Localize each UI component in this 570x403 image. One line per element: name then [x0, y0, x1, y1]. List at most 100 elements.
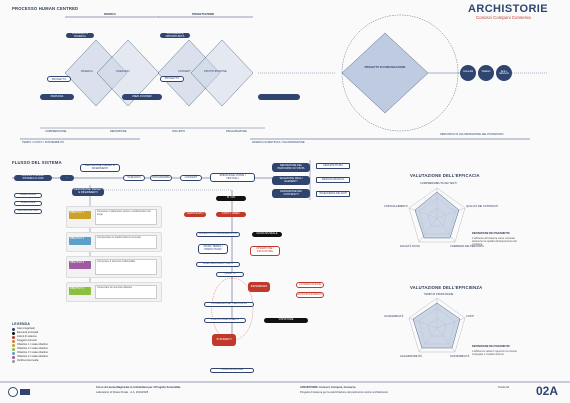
footer-school: Corso di Laurea Magistrale in Architettu…: [96, 386, 181, 389]
brand-subtitle: Conosci Componi Conserva: [476, 15, 531, 20]
legend-label: Obiettivo 3 / scala obiettivo: [17, 351, 48, 354]
eval-bottom-axis-4: ACCESSIBILITÀ: [384, 315, 404, 318]
bar-left-label: TEMPO / COSTO / SOSTENIBILITÀ: [22, 141, 65, 144]
footer-project: ARCHISTORIE. Conosci, Componi, Conserva: [300, 386, 356, 389]
center-2: FOTO / VIDEO: [216, 212, 246, 217]
footer-course: Laboratorio di Sintesi Finale · A.A. 202…: [96, 391, 149, 394]
legend-item: Verifica intermedia: [12, 359, 72, 363]
flow-pill-4: SPECIFICHE VISIVE / TESTUALI: [210, 173, 255, 182]
legend-label: Obiettivo 1 / scala obiettivo: [17, 343, 48, 346]
legend-dot: [12, 331, 15, 335]
legend-label: Azioni di sistema: [17, 335, 37, 338]
objective-text-2: Componere il racconto multimediale: [95, 259, 157, 275]
legend: LEGENDA Fasi progettuali Elementi princi…: [12, 322, 72, 363]
eval-bottom-axis-3: AGGIORNABILITÀ: [400, 355, 422, 358]
center-7: QUALITÀ: [216, 272, 244, 277]
objective-row-2: OBIETTIVO 3 Componere il racconto multim…: [66, 256, 162, 278]
center-0: SI / NO: [216, 196, 246, 201]
center-10: COMUNICAZIONE: [210, 368, 254, 373]
bar-far-label: PERCORSO DI VALORIZZAZIONE DEL PATRIMONI…: [440, 133, 504, 136]
legend-item: Obiettivo 1 / scala obiettivo: [12, 343, 72, 347]
eval-bottom-title: VALUTAZIONE DELL'EFFICIENZA: [410, 285, 483, 290]
objective-label-1: OBIETTIVO 2: [69, 237, 91, 245]
center-4: GUIDA MUSEALE: [252, 232, 282, 237]
circle-label-1: Visitatori: [481, 71, 491, 73]
footer-tavola: Tavola 02: [498, 386, 510, 389]
legend-dot: [12, 327, 15, 331]
objective-row-1: OBIETTIVO 2 Comprendere le trasformazion…: [66, 232, 162, 252]
objective-row-0: OBIETTIVO 1 Conoscere il patrimonio stor…: [66, 206, 162, 228]
center-6: FINE PERCORSO VISITA: [196, 262, 240, 267]
department-logo-icon: [20, 389, 30, 395]
eval-top-axis-1: QUALITÀ DEI CONTENUTI: [466, 205, 498, 208]
eval-top-axis-0: COMPRENSIBILITÀ DEI TESTI: [420, 182, 457, 185]
footer-code: 02A: [536, 384, 559, 398]
center-5: PIANO TERRA / PRIMO PIANO: [198, 244, 228, 254]
center-3: RILIEVO FOTOGRAMMETRICO: [196, 232, 240, 237]
flow-title: FLUSSO DEL SISTEMA: [12, 160, 62, 165]
legend-dot: [12, 339, 15, 343]
phase-bottom-1: DEFINIZIONE: [110, 130, 127, 133]
right-center-0: OPERATORE / EDUCATORE: [250, 246, 280, 256]
right-center-1: PIANTA COMPONENTI: [204, 318, 246, 323]
legend-label: Fasi progettuali: [17, 327, 35, 330]
process-title: PROCESSO HUMAN CENTRED: [12, 6, 79, 11]
flow-pill-7: DEFINIZIONE DEI CONTENUTI: [272, 189, 310, 198]
legend-title: LEGENDA: [12, 322, 30, 326]
circle-label-0: Comunità: [463, 71, 473, 73]
legend-dot: [12, 347, 15, 351]
process-pill-5: USER JOURNEY: [122, 94, 162, 100]
legend-item: Azioni di sistema: [12, 335, 72, 339]
right-center-3: CONSERVAZIONE: [296, 282, 324, 288]
legend-label: Obiettivo 4 / scala obiettivo: [17, 355, 48, 358]
left-pill-0: Analisi storica: [14, 193, 42, 198]
eval-bottom-axis-2: SOSTENIBILITÀ: [450, 355, 470, 358]
big-diamond-label: PROGETTO DI COMUNICAZIONE: [364, 66, 406, 69]
brand-title: ARCHISTORIE: [468, 3, 548, 15]
eval-top-note-title: DEFINIZIONE DEI PARAMETRI: [472, 232, 510, 235]
radar-efficienza-values: [412, 302, 461, 349]
diamond-label-1: SCENARIO: [116, 70, 130, 73]
process-pill-1: PROBLEMA E OPPORTUNITÀ: [160, 33, 190, 38]
legend-dot: [12, 351, 15, 355]
flow-pill-5: DEFINIZIONE DEL PERCORSO DI VISITA: [272, 163, 310, 172]
process-pill-2: PROPOSTA DI PROGETTO: [47, 76, 71, 82]
eval-bottom-note-title: DEFINIZIONE DEI PARAMETRI: [472, 345, 510, 348]
phase-top-0: RICERCA: [104, 13, 116, 16]
process-pill-3: PROGETTO: [160, 76, 184, 82]
objective-row-3: OBIETTIVO 4 Conservare la memoria collet…: [66, 282, 162, 302]
eval-top-note: L'efficacia del sistema viene misurata a…: [472, 237, 517, 246]
flow-box-0: ARCHITETTURA: [316, 163, 350, 169]
bar-right-label: RICERCA SCIENTIFICA / VALORIZZAZIONE: [252, 141, 305, 144]
legend-label: Verifica intermedia: [17, 359, 39, 362]
flow-pill-2: PROGRAMMA: [150, 175, 172, 181]
legend-item: Soggetti coinvolti: [12, 339, 72, 343]
eval-top-axis-4: COINVOLGIMENTO: [384, 205, 408, 208]
phase-bottom-0: COMPRENSIONE: [45, 130, 67, 133]
flow-subject-pill: DEFINIZIONE TARGET E RIFERIMENTI: [72, 188, 104, 196]
university-logo-icon: [8, 387, 18, 397]
eval-bottom-axis-1: COSTI: [466, 315, 474, 318]
legend-label: Obiettivo 2 / scala obiettivo: [17, 347, 48, 350]
flow-pill-3: CONCEPT: [180, 175, 202, 181]
legend-item: Obiettivo 4 / scala obiettivo: [12, 355, 72, 359]
legend-item: Obiettivo 2 / scala obiettivo: [12, 347, 72, 351]
process-pill-4: PERSONA: [40, 94, 74, 100]
phase-bottom-2: SVILUPPO: [172, 130, 185, 133]
radar-efficacia-values: [414, 191, 460, 239]
legend-dot: [12, 343, 15, 347]
footer-logos: [8, 386, 36, 398]
eval-top-axis-3: FACILITÀ D'USO: [400, 245, 420, 248]
flow-pill-6: SELEZIONE DEGLI ELEMENTI: [272, 176, 310, 185]
flow-box-2: INGEGNERIA DEI DATI: [316, 191, 350, 197]
phase-top-1: PROGETTAZIONE: [192, 13, 215, 16]
right-center-4: APPROFONDIMENTO: [296, 292, 324, 298]
process-pill-6: [258, 94, 300, 100]
footer-desc: Progetto di sistema per la valorizzazion…: [300, 391, 389, 394]
eval-bottom-axis-0: TEMPI DI PRODUZIONE: [424, 293, 454, 296]
objective-text-3: Conservare la memoria collettiva: [95, 285, 157, 299]
right-center-5: STRUMENTI: [212, 334, 236, 346]
objective-label-2: OBIETTIVO 3: [69, 261, 91, 269]
diamond-label-3: PROTOTIPAZIONE: [204, 70, 227, 73]
